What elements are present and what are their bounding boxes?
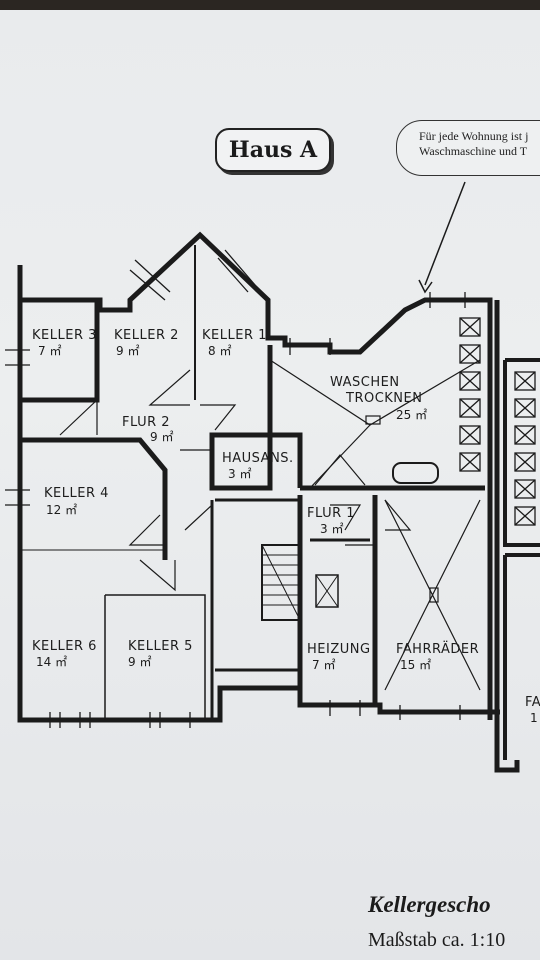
room-label: KELLER 3: [32, 328, 97, 343]
stair-steps: [261, 544, 301, 621]
door-swing: [148, 369, 191, 406]
house-label: Haus A: [215, 128, 331, 172]
room-label: KELLER 5: [128, 639, 193, 654]
door-swing: [59, 398, 98, 436]
window-marks: [289, 292, 466, 355]
outer-wall-right: [494, 300, 520, 773]
neighbour-washers: [514, 371, 536, 526]
room-label: HAUSANS.: [222, 451, 294, 466]
room-area: 8 ㎡: [208, 344, 231, 358]
room-label: KELLER 2: [114, 328, 179, 343]
door-swing: [128, 514, 165, 546]
door-swing: [384, 499, 412, 531]
ceiling-lines: [384, 499, 481, 691]
outer-wall-top: [22, 231, 493, 720]
lamp-icon: [365, 415, 381, 425]
room-area: 7 ㎡: [312, 658, 335, 672]
room-label: KELLER 1: [202, 328, 267, 343]
note-bubble: Für jede Wohnung ist j Waschmaschine und…: [396, 120, 540, 176]
room-label: KELLER 4: [44, 486, 109, 501]
window-marks: [129, 249, 256, 301]
window-marks: [49, 712, 191, 728]
room-label: TROCKNEN: [345, 391, 422, 406]
boiler-symbol: [315, 574, 339, 608]
ceiling-lines: [309, 424, 371, 489]
room-label: KELLER 6: [32, 639, 97, 654]
room-label: FAHRRÄDER: [396, 641, 479, 657]
door-swing: [180, 449, 213, 480]
room-area: 7 ㎡: [38, 344, 61, 358]
door-swing: [345, 544, 376, 575]
room-label: HEIZUNG: [307, 642, 371, 657]
room-area: 1: [530, 711, 538, 725]
note-line: Für jede Wohnung ist j: [419, 129, 529, 143]
lamp-icon: [429, 587, 439, 603]
note-arrow-head: [418, 279, 433, 294]
room-label: FA: [525, 695, 540, 710]
room-label: FLUR 1: [307, 506, 355, 521]
room-area: 9 ㎡: [128, 655, 151, 669]
room-area: 14 ㎡: [36, 655, 67, 669]
window-marks: [329, 700, 461, 720]
room-area: 3 ㎡: [320, 522, 343, 536]
door-swing: [200, 404, 237, 431]
washer-column: [459, 317, 481, 472]
room-area: 9 ㎡: [116, 344, 139, 358]
room-area: 15 ㎡: [400, 658, 431, 672]
plan-scale: Maßstab ca. 1:10: [368, 929, 506, 951]
window-marks: [5, 349, 30, 506]
note-arrow: [424, 181, 466, 286]
room-area: 9 ㎡: [150, 430, 173, 444]
note-line: Waschmaschine und T: [419, 144, 528, 158]
room-area: 3 ㎡: [228, 467, 251, 481]
door-swing: [139, 559, 176, 592]
room-area: 12 ㎡: [46, 503, 77, 517]
boiler-cross: [315, 574, 339, 608]
door-swing: [184, 503, 213, 531]
door-swing: [330, 504, 362, 531]
room-label: WASCHEN: [330, 375, 400, 390]
sink-symbol: [392, 462, 439, 484]
neighbour-wall: [503, 358, 540, 760]
room-label: FLUR 2: [122, 415, 170, 430]
wall-keller5: [104, 594, 206, 720]
plan-title: Kellergescho: [368, 892, 491, 917]
room-area: 25 ㎡: [396, 408, 427, 422]
door-swing: [314, 454, 366, 486]
